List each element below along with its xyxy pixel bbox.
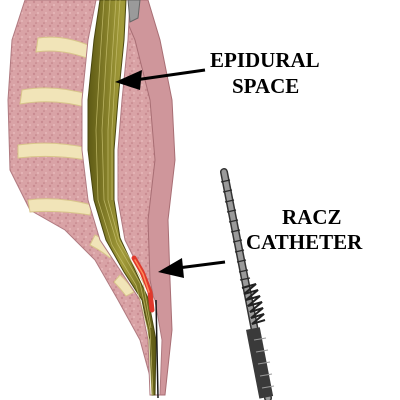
racz-catheter-device <box>220 168 275 400</box>
epidural-space <box>87 0 157 396</box>
nerve-fibers <box>95 0 154 396</box>
arrow-epidural <box>115 68 206 90</box>
label-epidural: EPIDURAL <box>210 48 320 72</box>
dura-top <box>127 0 141 23</box>
needle-shaft <box>155 299 159 399</box>
arrow-racz <box>158 258 226 278</box>
label-racz: RACZ <box>282 205 342 229</box>
label-catheter: CATHETER <box>246 230 363 254</box>
label-space: SPACE <box>232 74 300 98</box>
posterior-elements <box>117 0 176 396</box>
catheter-highlight <box>134 259 150 293</box>
